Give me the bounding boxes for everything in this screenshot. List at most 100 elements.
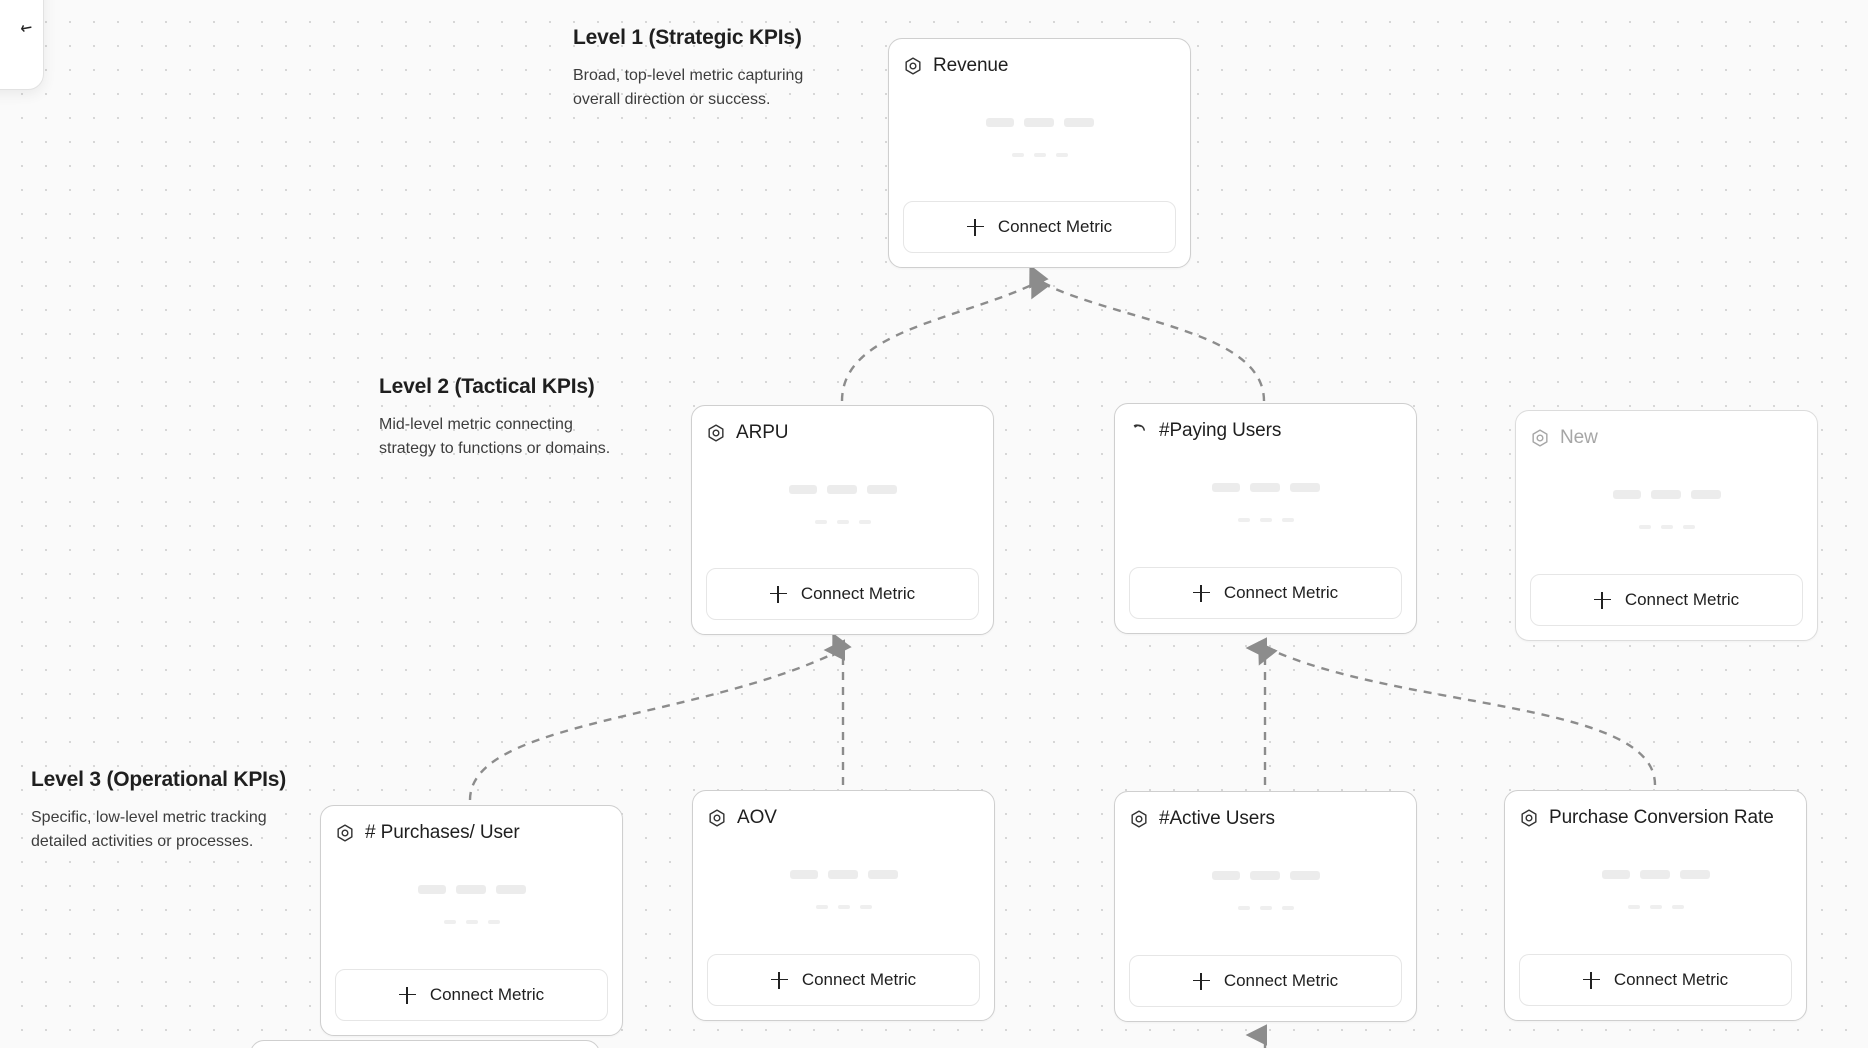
skeleton-bar [1033, 152, 1046, 157]
skeleton-bar [1237, 906, 1250, 910]
loading-spinner-icon [1133, 424, 1145, 437]
skeleton-row-secondary [1237, 518, 1294, 522]
skeleton-bar [866, 484, 897, 494]
skeleton-bar [1601, 870, 1630, 879]
hexagon-target-icon [337, 824, 353, 842]
skeleton-bar [836, 519, 849, 524]
card-header: New [1530, 425, 1803, 451]
skeleton-bar [487, 920, 500, 924]
level-1-description: Level 1 (Strategic KPIs) Broad, top-leve… [573, 26, 823, 111]
level-2-desc-line-2: strategy to functions or domains. [379, 439, 611, 457]
skeleton-bar [1259, 906, 1272, 910]
skeleton-bar [1237, 518, 1250, 522]
skeleton-bar [1211, 871, 1240, 880]
card-title: Revenue [933, 55, 1009, 76]
hexagon-target-icon [1131, 810, 1147, 828]
metric-card-purchase-conversion-rate[interactable]: Purchase Conversion Rate Connect Metric [1504, 790, 1807, 1021]
card-title: Purchase Conversion Rate [1549, 807, 1774, 828]
card-title: #Paying Users [1159, 420, 1282, 441]
card-title: #Active Users [1159, 808, 1275, 829]
card-header: AOV [707, 805, 980, 831]
card-title: New [1560, 427, 1598, 448]
skeleton-bar [789, 870, 818, 879]
plus-icon [1192, 972, 1210, 990]
connect-metric-button[interactable]: Connect Metric [903, 201, 1176, 253]
card-skeleton-body [1530, 451, 1803, 574]
card-skeleton-body [1129, 444, 1402, 567]
connect-metric-label: Connect Metric [801, 970, 917, 989]
edge-paying-users-to-revenue [1031, 275, 1266, 402]
connect-metric-label: Connect Metric [429, 985, 545, 1004]
connect-metric-button[interactable]: Connect Metric [1129, 567, 1402, 619]
connect-metric-button[interactable]: Connect Metric [1530, 574, 1803, 626]
skeleton-row-primary [985, 117, 1094, 127]
skeleton-row-secondary [1627, 905, 1684, 909]
skeleton-bar [465, 920, 478, 924]
card-header: # Purchases/ User [335, 820, 608, 846]
level-1-desc-line-1: Broad, top-level metric capturing [573, 67, 804, 84]
card-skeleton-body [1519, 831, 1792, 954]
plus-icon [966, 218, 984, 236]
card-skeleton-body [706, 446, 979, 568]
skeleton-bar [867, 870, 898, 879]
skeleton-bar [1682, 525, 1695, 529]
skeleton-bar [455, 885, 486, 894]
hexagon-target-icon [708, 424, 724, 442]
connect-metric-label: Connect Metric [1223, 583, 1339, 602]
cursor-arrow-icon [20, 25, 32, 32]
skeleton-bar [1281, 518, 1294, 522]
level-3-title: Level 3 (Operational KPIs) [31, 768, 287, 791]
skeleton-bar [443, 920, 456, 924]
skeleton-bar [1679, 870, 1710, 879]
metric-card-revenue[interactable]: Revenue Connect Metric [888, 38, 1191, 268]
skeleton-bar [1627, 905, 1640, 909]
connect-metric-button[interactable]: Connect Metric [1129, 955, 1402, 1007]
plus-icon [1192, 584, 1210, 602]
plus-icon [769, 585, 787, 603]
skeleton-bar [1638, 525, 1651, 529]
skeleton-row-primary [1211, 483, 1320, 492]
skeleton-bar [858, 519, 871, 524]
plus-icon [1593, 591, 1611, 609]
hexagon-target-icon [1521, 809, 1537, 827]
skeleton-row-secondary [1237, 906, 1294, 910]
plus-icon [398, 986, 416, 1004]
edge-conversion-to-paying-users [1258, 641, 1657, 786]
skeleton-bar [1063, 117, 1094, 127]
connect-metric-button[interactable]: Connect Metric [335, 969, 608, 1021]
skeleton-row-primary [1612, 490, 1721, 499]
skeleton-bar [1011, 152, 1024, 157]
metric-card-new-placeholder[interactable]: New Connect Metric [1515, 410, 1818, 641]
plus-icon [770, 971, 788, 989]
connect-metric-label: Connect Metric [800, 584, 916, 603]
connect-metric-button[interactable]: Connect Metric [707, 954, 980, 1006]
skeleton-row-primary [788, 484, 897, 494]
level-2-title: Level 2 (Tactical KPIs) [379, 375, 595, 398]
metric-card-paying-users[interactable]: #Paying Users Connect Metric [1114, 403, 1417, 634]
skeleton-bar [985, 117, 1014, 127]
skeleton-bar [837, 905, 850, 909]
card-skeleton-body [707, 831, 980, 954]
floating-corner-panel[interactable] [0, 0, 44, 90]
metric-card-partial-offscreen[interactable] [250, 1040, 600, 1048]
card-header: Revenue [903, 53, 1176, 79]
skeleton-bar [1023, 117, 1054, 127]
skeleton-row-secondary [1011, 152, 1068, 157]
metric-card-arpu[interactable]: ARPU Connect Metric [691, 405, 994, 635]
skeleton-row-secondary [1638, 525, 1695, 529]
metric-card-active-users[interactable]: #Active Users Connect Metric [1114, 791, 1417, 1022]
metric-card-purchases-per-user[interactable]: # Purchases/ User Connect Metric [320, 805, 623, 1036]
skeleton-bar [1289, 483, 1320, 492]
level-2-desc-line-1: Mid-level metric connecting [379, 416, 573, 433]
level-3-desc-line-2: detailed activities or processes. [31, 832, 254, 850]
level-3-desc: Specific, low-level metric tracking deta… [31, 806, 301, 853]
metric-card-aov[interactable]: AOV Connect Metric [692, 790, 995, 1021]
connect-metric-button[interactable]: Connect Metric [706, 568, 979, 620]
skeleton-row-secondary [814, 519, 871, 524]
level-3-description: Level 3 (Operational KPIs) Specific, low… [31, 768, 301, 853]
skeleton-row-secondary [443, 920, 500, 924]
card-skeleton-body [903, 79, 1176, 201]
skeleton-bar [1249, 483, 1280, 492]
connect-metric-button[interactable]: Connect Metric [1519, 954, 1792, 1006]
